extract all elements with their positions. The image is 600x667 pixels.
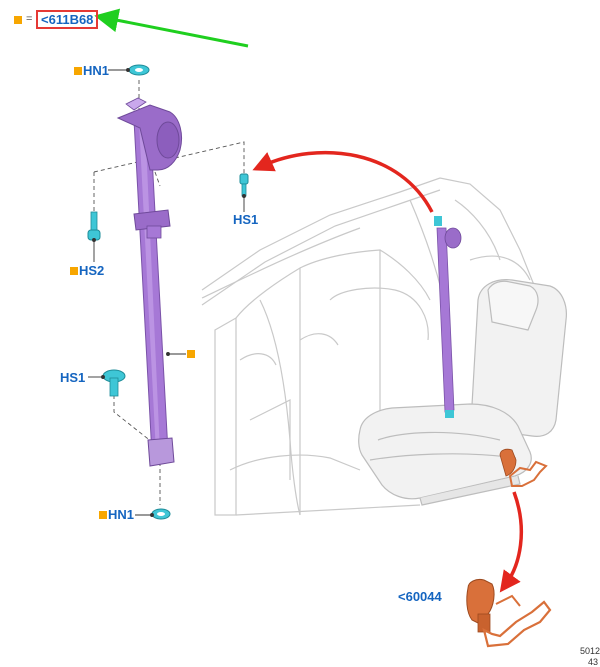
label-hn1-top: HN1 [83,63,110,78]
seat-belt-buckle-icon [466,579,552,648]
legend-equals: = [26,13,33,25]
drawing-code: 5012 [580,646,600,656]
orange-square-marker-hn1-top [74,67,82,75]
label-leaders [88,68,246,517]
bolt-hs1-right-icon [239,173,249,197]
bolt-hs1-left-icon [102,369,126,397]
drawing-code-sub: 43 [588,657,599,667]
label-hs1-right: HS1 [233,212,259,227]
red-curved-arrow-top [252,150,434,213]
rear-seat-illustration [358,279,567,506]
label-hs1-left: HS1 [60,370,86,385]
orange-square-marker-legend [14,16,22,24]
vehicle-body-illustration [201,177,541,516]
orange-square-marker-belt [187,350,195,358]
installed-seat-belt [434,216,462,418]
orange-square-marker-hn1-bottom [99,511,107,519]
bolt-hs2-icon [87,211,101,241]
orange-square-marker-hs2 [70,267,78,275]
seat-belt-assembly [116,97,183,467]
installed-buckle [499,448,548,487]
legend-reference-link[interactable]: <611B68 [36,10,99,29]
green-arrow [94,8,249,48]
nut-bottom-icon [151,508,171,520]
label-hn1-bottom: HN1 [108,507,135,522]
buckle-reference-link[interactable]: <60044 [398,589,442,604]
label-hs2: HS2 [79,263,105,278]
red-curved-arrow-bottom [499,491,524,593]
nut-top-icon [128,64,150,76]
